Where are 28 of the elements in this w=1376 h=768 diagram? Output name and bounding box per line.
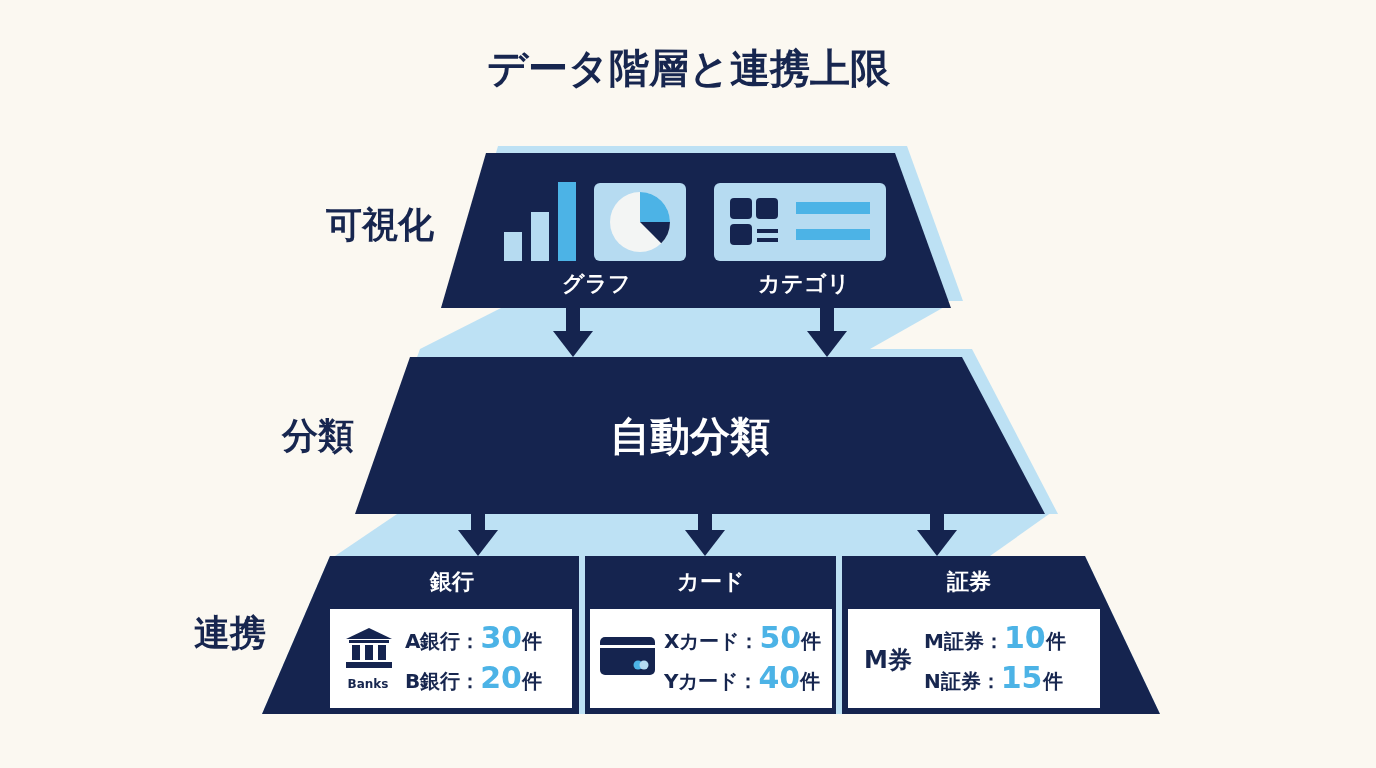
short-label: M券 [864, 645, 912, 675]
title: データ階層と連携上限 [486, 44, 890, 92]
count-card [848, 609, 1100, 708]
icon-caption: グラフ [561, 270, 631, 298]
count-card [330, 609, 572, 708]
count-text: M証券：10件 [924, 620, 1066, 656]
panel-heading: カード [677, 568, 745, 596]
count-text: N証券：15件 [924, 660, 1063, 696]
panel-heading: 証券 [947, 568, 991, 596]
arrow [917, 514, 957, 556]
trapezoid-layer [355, 357, 1045, 514]
layer-title: 自動分類 [610, 412, 770, 460]
arrow [685, 514, 725, 556]
count-card [590, 609, 832, 708]
layer-label: 可視化 [326, 203, 434, 247]
count-text: A銀行：30件 [405, 620, 543, 656]
icon-caption: Banks [347, 676, 389, 692]
count-text: B銀行：20件 [405, 660, 542, 696]
panel-heading: 銀行 [430, 568, 474, 596]
trapezoid-layer [441, 153, 951, 308]
count-text: Xカード：50件 [664, 620, 822, 656]
layer-label: 分類 [282, 414, 354, 458]
count-text: Yカード：40件 [664, 660, 821, 696]
arrow [458, 514, 498, 556]
icon-caption: カテゴリ [758, 270, 850, 298]
source-panel [585, 556, 836, 714]
layer-label: 連携 [194, 611, 266, 655]
source-panel [842, 556, 1160, 714]
